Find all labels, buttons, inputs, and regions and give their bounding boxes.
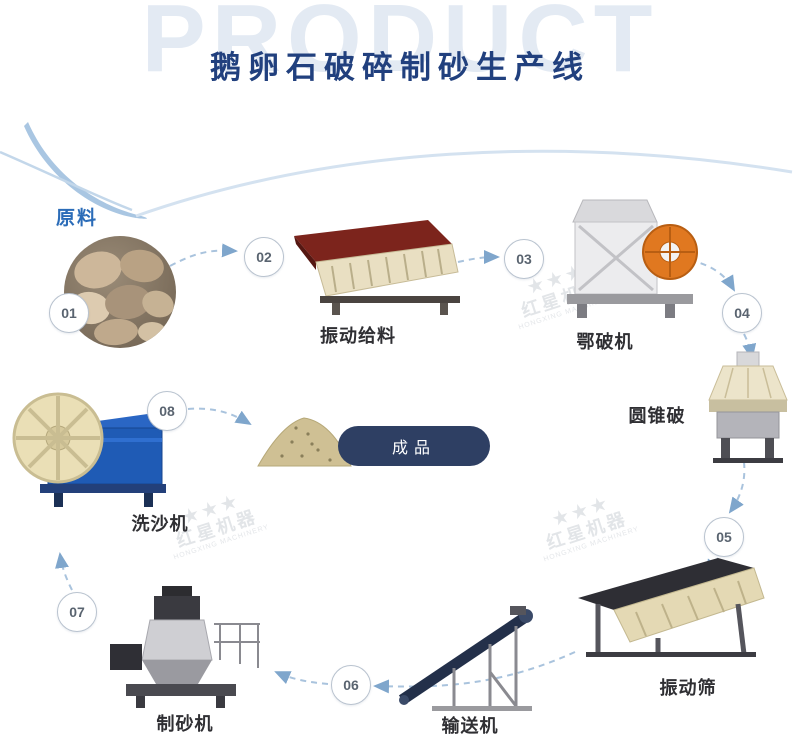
step-number-02: 02 xyxy=(244,237,284,277)
page-title: 鹅卵石破碎制砂生产线 xyxy=(210,50,590,86)
product-watermark-text: PRODUCT xyxy=(141,0,659,92)
step-number-05: 05 xyxy=(704,517,744,557)
finished-product-label: 成品 xyxy=(391,440,436,457)
vibrating-screen-image xyxy=(578,558,765,657)
label-vibrating-screen: 振动筛 xyxy=(659,678,717,698)
step-number-07: 07 xyxy=(57,592,97,632)
label-conveyor: 输送机 xyxy=(441,716,499,736)
swoosh-decoration xyxy=(0,122,793,219)
raw-material-label: 原料 xyxy=(56,208,99,229)
step-number-03: 03 xyxy=(504,239,544,279)
sand-washer-image xyxy=(12,392,166,507)
sand-maker-image xyxy=(110,586,260,708)
step-number-06: 06 xyxy=(331,665,371,705)
jaw-crusher-image xyxy=(567,199,698,318)
label-vibrating-feeder: 振动给料 xyxy=(320,326,396,346)
finished-product-badge: 成品 xyxy=(338,426,490,466)
cobblestone-image xyxy=(64,236,176,348)
step-number-04: 04 xyxy=(722,293,762,333)
vibrating-feeder-image xyxy=(294,220,460,315)
label-sand-maker: 制砂机 xyxy=(156,714,214,734)
conveyor-image xyxy=(398,606,533,711)
label-sand-washer: 洗沙机 xyxy=(131,514,189,534)
label-cone-crusher: 圆锥破 xyxy=(628,406,686,426)
step-number-01: 01 xyxy=(49,293,89,333)
step-number-08: 08 xyxy=(147,391,187,431)
cone-crusher-image xyxy=(708,351,788,463)
label-jaw-crusher: 鄂破机 xyxy=(576,332,634,352)
